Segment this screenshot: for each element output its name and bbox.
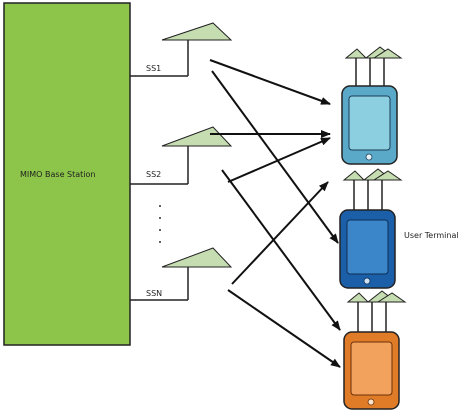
ellipsis-dots xyxy=(159,205,161,243)
arrow-ss1-to-phone2 xyxy=(211,70,339,244)
antenna-ss2 xyxy=(130,126,233,185)
user-terminal-label: User Terminal xyxy=(404,231,459,240)
phone2-screen xyxy=(346,219,389,275)
phone1-antennas xyxy=(344,46,403,88)
arrow-ssn-to-phone2 xyxy=(231,181,329,285)
phone1-screen xyxy=(348,95,391,151)
stream-label-ssn: SSN xyxy=(146,289,162,298)
base-station-block xyxy=(3,2,131,346)
phone2-antennas xyxy=(342,168,403,212)
arrow-ssn-to-phone1 xyxy=(227,137,331,183)
phone3-antennas xyxy=(346,290,407,334)
signal-arrows xyxy=(209,59,341,368)
antenna-ss1 xyxy=(130,22,233,77)
arrow-ss1-to-phone1 xyxy=(209,59,331,105)
stream-label-ss1: SS1 xyxy=(146,64,161,73)
arrow-ss2-to-phone3 xyxy=(221,169,341,331)
stream-label-ss2: SS2 xyxy=(146,170,161,179)
phone-dark-blue xyxy=(339,168,403,289)
arrow-ssn-to-phone3 xyxy=(227,289,341,368)
antenna-ssn xyxy=(130,247,233,301)
phone3-screen xyxy=(350,341,393,396)
base-station-label: MIMO Base Station xyxy=(20,170,95,179)
antenna-ss1-icon xyxy=(161,22,233,41)
antenna-ssn-icon xyxy=(161,247,233,268)
antenna-ss2-icon xyxy=(161,126,233,147)
phone-orange xyxy=(343,290,407,410)
phone-light-blue xyxy=(341,46,403,165)
